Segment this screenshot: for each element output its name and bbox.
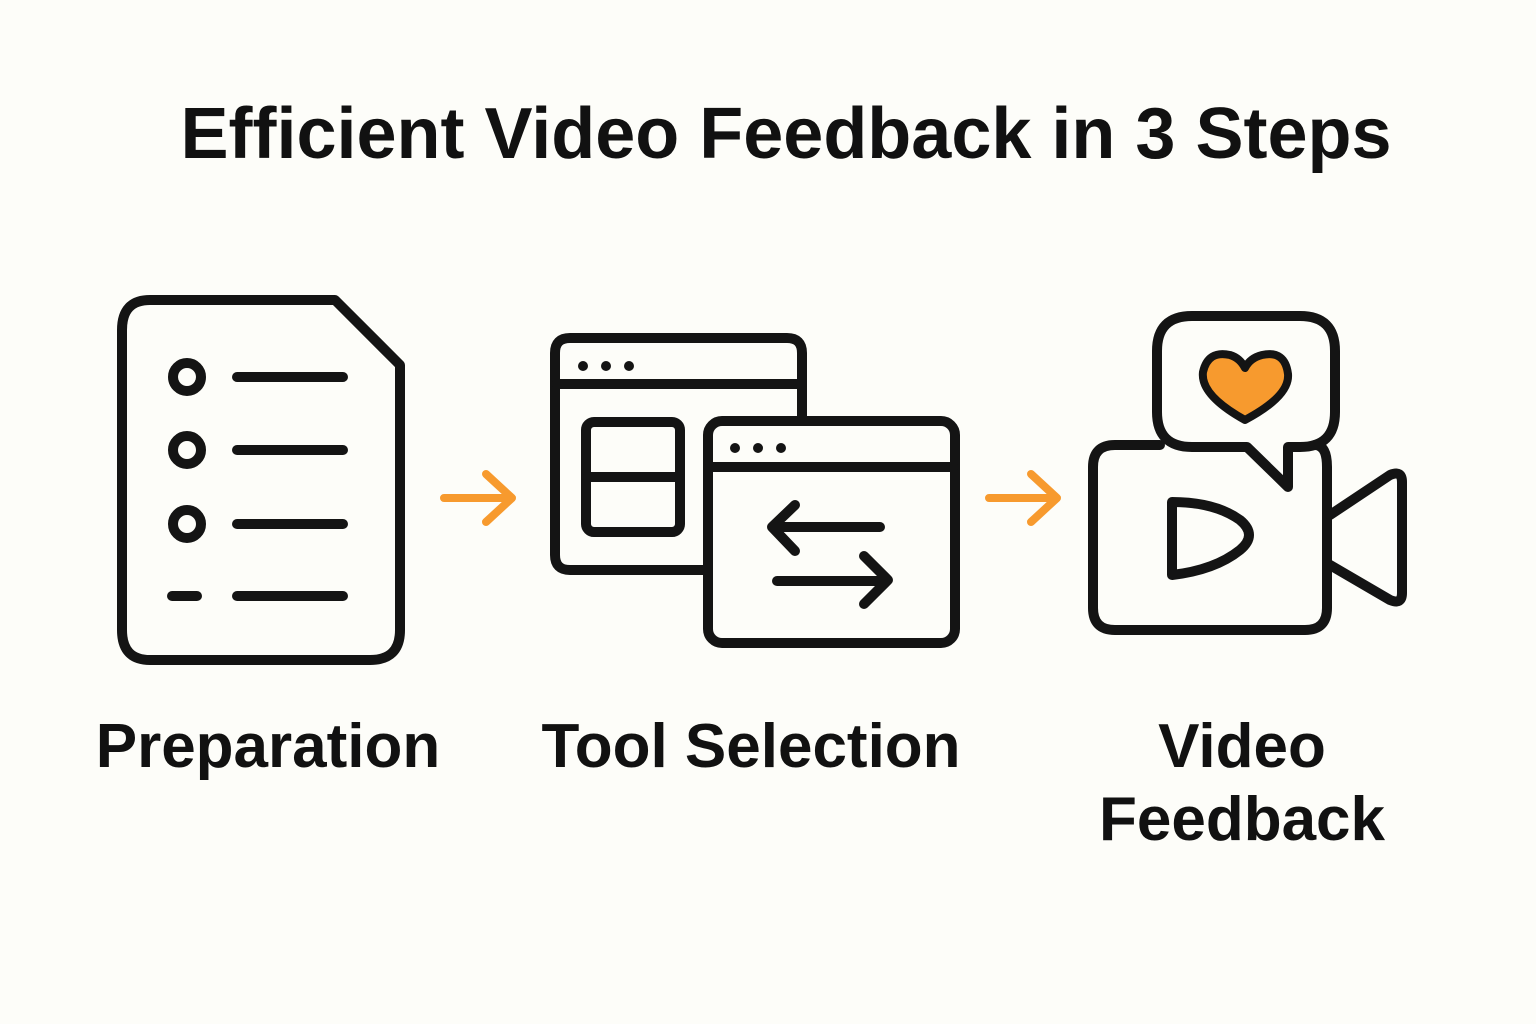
arrow-right-icon	[985, 470, 1061, 526]
step-label-tool-selection: Tool Selection	[541, 712, 960, 781]
step-label-preparation: Preparation	[96, 712, 441, 781]
browser-windows-swap-icon	[550, 333, 960, 648]
diagram-title: Efficient Video Feedback in 3 Steps	[180, 94, 1391, 174]
step-label-video: Video	[1158, 712, 1326, 781]
checklist-document-icon	[117, 295, 405, 665]
arrow-right-icon	[440, 470, 516, 526]
video-camera-heart-icon	[1088, 311, 1407, 635]
step-label-feedback: Feedback	[1099, 785, 1386, 854]
heart-icon	[1198, 350, 1293, 424]
